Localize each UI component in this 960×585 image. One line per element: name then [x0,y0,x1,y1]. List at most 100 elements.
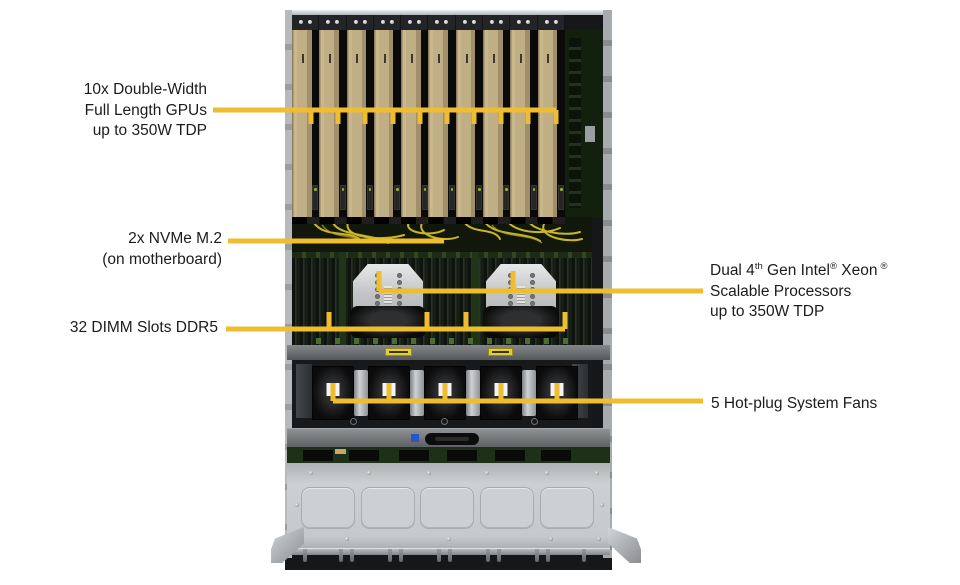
panel-screw [597,537,601,541]
label-gpu-line1: 10x Double-Width [83,81,207,98]
label-dimm: 32 DIMM Slots DDR5 [55,318,218,339]
heatsink-label [517,286,525,304]
label-fans-line1: 5 Hot-plug System Fans [711,395,878,412]
label-gpu-line3: up to 350W TDP [92,122,207,139]
gpu-slot [292,30,320,217]
gpu-slot [428,30,456,217]
drive-bay-cover [420,487,474,529]
backplane-connector [349,450,379,461]
screw-hole [441,418,448,425]
server-chassis: ↑ ↑ ↑ ↑ ↑ [285,10,612,570]
gpu-slot [401,30,429,217]
nvidia-logo-badge [339,185,346,210]
panel-screw [345,537,349,541]
heatsink-hole [374,280,380,285]
heatsink-hole [507,273,513,278]
panel-screw [595,471,599,475]
pcb-component [335,449,346,454]
nvidia-logo-badge [394,185,401,210]
panel-screw [367,471,371,475]
heatsink-label [384,286,392,304]
heatsink-hole [529,294,535,299]
riser-pcb [565,30,603,217]
nvidia-logo-badge [530,185,537,210]
nvidia-logo-badge [503,185,510,210]
screw-hole [350,418,357,425]
panel-screw [309,471,313,475]
gpu-card [537,30,558,217]
system-fan: ↑ [312,366,354,420]
power-cable-zone [292,217,592,252]
heatsink-hole [374,273,380,278]
front-panel [287,463,610,555]
chassis-pin [437,549,441,562]
chassis-pin [497,549,501,562]
heatsink-hole [374,287,380,292]
bracket-screws [510,15,538,30]
chassis-pin [448,549,452,562]
fan-bay: ↑ ↑ ↑ ↑ ↑ [292,360,592,428]
gpu-slot-gap [529,30,538,217]
fan-airflow-tag: ↑ [494,383,508,396]
panel-screw [485,471,489,475]
chassis-pin [546,549,550,562]
drive-bay-cover [540,487,594,529]
gpu-slot [373,30,402,217]
gpu-card [455,30,476,217]
gpu-card [428,30,448,217]
gpu-slot [319,30,347,217]
heatsink-hole [396,273,402,278]
fan-airflow-tag: ↑ [382,383,396,396]
cpu1-fan [350,306,426,338]
service-tag [411,434,419,442]
system-fan: ↑ [368,366,410,420]
backplane-connector [541,450,571,461]
fan-airflow-tag: ↑ [550,383,564,396]
chassis-pin [535,549,539,562]
bracket-screws [538,15,565,30]
system-fan: ↑ [424,366,466,420]
gpu-slot-gap [502,30,511,217]
chassis-pin [339,549,343,562]
pcb-gap [472,252,479,345]
heatsink-hole [529,301,535,306]
system-fan: ↑ [536,366,578,420]
warning-sticker [488,348,513,356]
fan-airflow-tag: ↑ [326,383,340,396]
fan-row: ↑ ↑ ↑ ↑ ↑ [312,366,578,420]
handle-bar [287,428,610,447]
label-nvme-line1: 2x NVMe M.2 [128,230,222,247]
nvidia-logo-badge [421,185,428,210]
system-fan: ↑ [480,366,522,420]
heatsink-hole [396,280,402,285]
heatsink-hole [507,294,513,299]
gpu-slot [510,30,538,217]
panel-screw [545,471,549,475]
chassis-pin [388,549,392,562]
gpu-slot-gap [311,30,320,217]
nvidia-logo-badge [366,185,373,210]
label-cpu: Dual 4th Gen Intel® Xeon® Scalable Proce… [710,261,887,323]
drive-bay-cover [480,487,534,529]
panel-screw [427,471,431,475]
gpu-slot-gap [338,30,347,217]
gpu-slot [455,30,484,217]
heatsink-hole [529,280,535,285]
nvidia-logo-badge [448,185,455,210]
heatsink-hole [396,287,402,292]
gpu-slot-gap [420,30,429,217]
fan-bracket [522,370,536,416]
heatsink-hole [507,280,513,285]
backplane-connector [399,450,429,461]
gpu-bay [292,30,565,217]
gpu-card [483,30,503,217]
drive-bay-cover [361,487,415,529]
mounting-ear-right [608,527,641,563]
label-fans: 5 Hot-plug System Fans [711,394,877,415]
gpu-card [346,30,367,217]
label-cpu-line1: Dual 4th Gen Intel® Xeon® [710,261,888,279]
screw-hole [531,418,538,425]
warning-sticker [385,348,412,356]
panel-screw [447,537,451,541]
panel-screw [600,503,604,507]
